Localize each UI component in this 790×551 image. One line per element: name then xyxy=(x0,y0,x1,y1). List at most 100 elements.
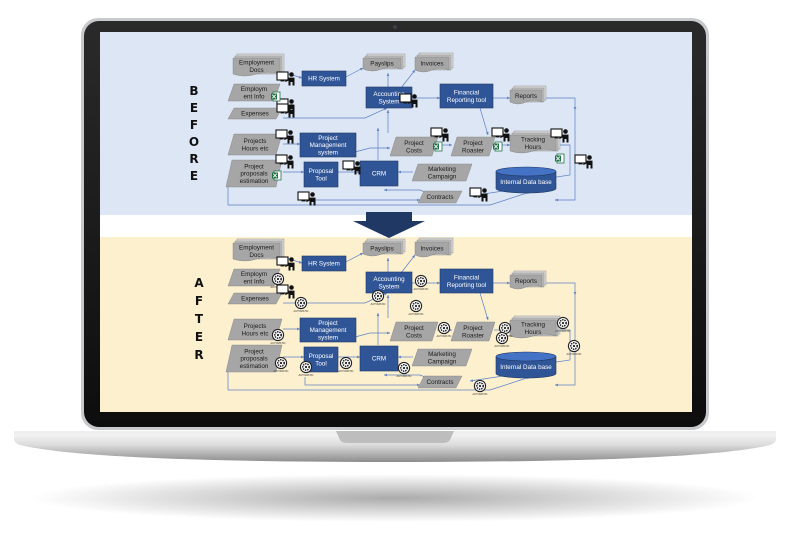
trackpad-notch xyxy=(336,431,454,443)
project-management-after-label: Project xyxy=(318,320,338,327)
connector-line xyxy=(541,97,576,110)
project-costs-label: Costs xyxy=(406,147,422,154)
automation-gear-icon: AUTOMATIC xyxy=(338,356,354,373)
automatic-caption: AUTOMATIC xyxy=(270,341,285,345)
connector-line xyxy=(400,69,416,89)
excel-icon xyxy=(433,141,443,152)
connector-arrowhead xyxy=(297,327,300,331)
connector-line xyxy=(555,110,576,201)
connector-arrowhead xyxy=(485,316,489,320)
connector-line xyxy=(304,377,420,386)
crm-box xyxy=(359,160,399,187)
internal-db-cylinder xyxy=(495,171,557,194)
connector-arrowhead xyxy=(417,198,420,202)
expenses-data-shape xyxy=(227,292,283,305)
automation-gear-icon: AUTOMATIC xyxy=(396,361,412,378)
project-roaster-label: Roaster xyxy=(462,147,484,154)
automatic-caption: AUTOMATIC xyxy=(396,374,411,378)
internal-db-cylinder-top xyxy=(495,351,557,362)
automatic-caption: AUTOMATIC xyxy=(408,312,423,316)
marketing-campaign-data-shape xyxy=(411,348,473,367)
projects-hours-label: Projects xyxy=(244,323,267,330)
person-at-computer-icon xyxy=(550,128,569,143)
crm-label: CRM xyxy=(372,171,386,178)
employment-docs-label: Employment xyxy=(239,60,274,67)
after-letter: A xyxy=(194,276,204,290)
automatic-caption: AUTOMATIC xyxy=(436,334,451,338)
connector-arrowhead xyxy=(376,313,380,316)
projects-hours-label: Hours etc xyxy=(242,145,269,152)
projects-hours-label: Hours etc xyxy=(242,330,269,337)
connector-line xyxy=(354,147,390,153)
project-costs-data-shape xyxy=(389,136,439,157)
automatic-caption: AUTOMATIC xyxy=(413,287,428,291)
project-costs-label: Costs xyxy=(406,332,422,339)
automation-gear-icon: AUTOMATIC xyxy=(293,296,309,313)
person-at-computer-icon xyxy=(275,129,294,144)
excel-icon xyxy=(555,153,565,164)
automation-gear-icon: AUTOMATIC xyxy=(270,328,286,345)
internal-db-cylinder xyxy=(495,356,557,379)
connector-arrowhead xyxy=(387,331,390,335)
connector-line xyxy=(549,144,571,179)
automation-gear-icon: AUTOMATIC xyxy=(273,356,289,373)
connector-arrowhead xyxy=(298,260,302,264)
connector-arrowhead xyxy=(470,379,474,382)
connector-arrowhead xyxy=(386,73,390,76)
connector-arrowhead xyxy=(301,170,304,174)
project-management-before-label: Project xyxy=(318,135,338,142)
connector-arrowhead xyxy=(298,75,302,79)
before-letter: B xyxy=(189,84,198,98)
reports-doc xyxy=(509,89,543,105)
automation-gear-icon: AUTOMATIC xyxy=(436,321,452,338)
payslips-doc xyxy=(362,57,402,72)
person-at-computer-icon xyxy=(430,127,449,142)
financial-reporting-label: Financial xyxy=(454,275,479,282)
webcam xyxy=(393,25,397,29)
laptop-base xyxy=(14,431,776,462)
before-letters: B E F O R E xyxy=(189,84,199,183)
project-proposals-label: proposals xyxy=(240,356,267,363)
person-at-computer-icon xyxy=(276,103,295,118)
automation-gear-icon: AUTOMATIC xyxy=(408,299,424,316)
payslips-doc xyxy=(362,242,402,257)
marketing-campaign-data-shape xyxy=(411,163,473,182)
project-management-after-label: system xyxy=(318,334,338,341)
connector-arrowhead xyxy=(573,107,577,110)
person-at-computer-icon xyxy=(297,191,316,206)
connector-line xyxy=(541,282,576,295)
contracts-label: Contracts xyxy=(427,194,454,201)
person-at-computer-icon xyxy=(399,93,418,108)
employment-info-label: Employm xyxy=(241,271,267,278)
after-letters: A F T E R xyxy=(194,276,204,362)
tracking-hours-label: Tracking xyxy=(521,137,545,144)
connector-line xyxy=(479,292,489,321)
connector-arrowhead xyxy=(449,143,452,147)
expenses-label: Expenses xyxy=(241,296,269,303)
expenses-label: Expenses xyxy=(241,111,269,118)
automatic-caption: AUTOMATIC xyxy=(298,373,313,377)
before-letter: O xyxy=(189,135,199,149)
project-proposals-label: proposals xyxy=(240,171,267,178)
connector-arrowhead xyxy=(357,355,360,359)
floor-shadow xyxy=(30,474,760,522)
employment-docs-label: Docs xyxy=(249,67,263,74)
person-at-computer-icon xyxy=(276,284,295,299)
project-proposals-label: estimation xyxy=(240,363,269,370)
financial-reporting-label: Financial xyxy=(454,90,479,97)
before-letter: F xyxy=(190,118,198,132)
automatic-caption: AUTOMATIC xyxy=(555,329,570,333)
invoices-label: Invoices xyxy=(420,246,443,253)
transition-arrow xyxy=(353,212,425,238)
marketing-campaign-label: Campaign xyxy=(428,173,457,180)
tracking-hours-label: Tracking xyxy=(521,322,545,329)
after-letter: T xyxy=(195,312,204,326)
invoices-doc xyxy=(414,56,450,73)
connector-arrowhead xyxy=(383,107,387,111)
after-letter: F xyxy=(195,294,203,308)
crm-box xyxy=(359,345,399,372)
before-letter: E xyxy=(190,169,198,183)
financial-reporting-box xyxy=(439,268,494,294)
